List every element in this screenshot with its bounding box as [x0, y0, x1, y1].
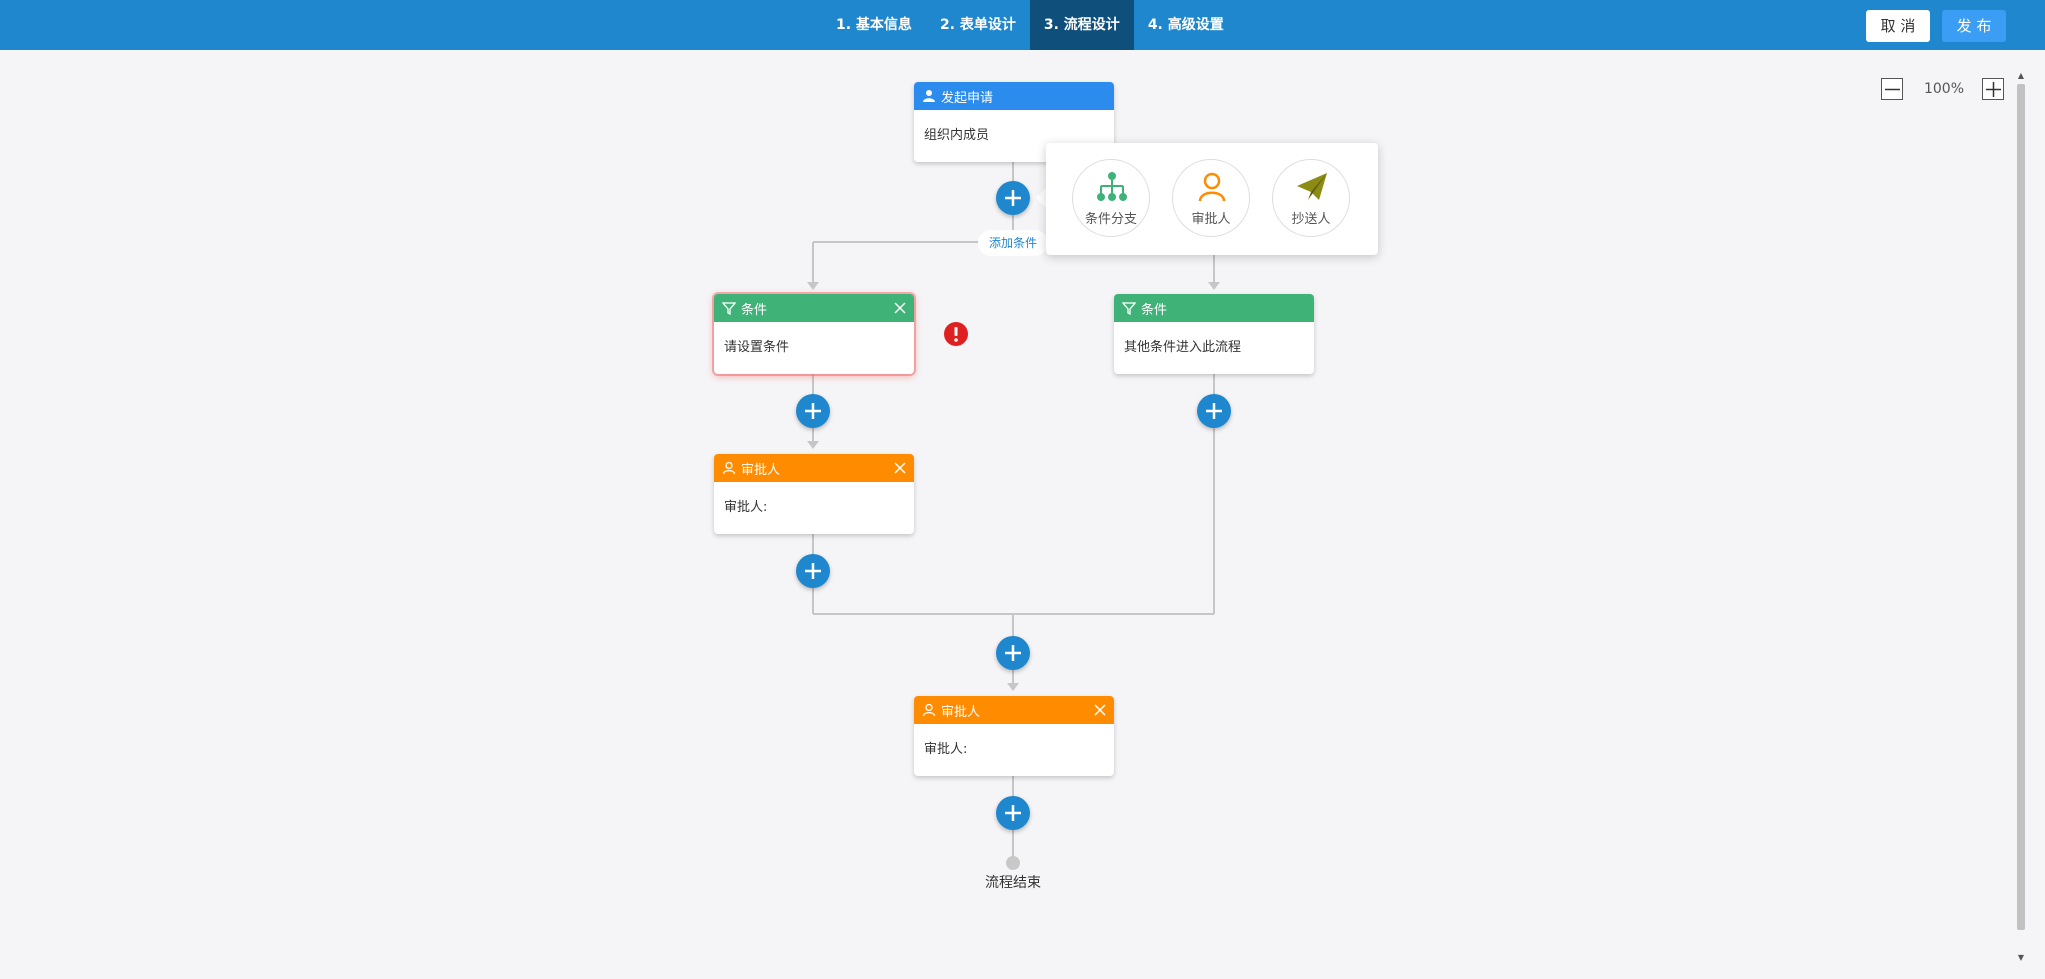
zoom-out-button[interactable]	[1881, 78, 1903, 100]
paper-plane-icon	[1297, 173, 1327, 200]
popup-arrow	[1036, 188, 1046, 208]
minus-icon	[1885, 88, 1900, 91]
close-icon[interactable]	[1094, 704, 1106, 716]
publish-button[interactable]: 发 布	[1942, 10, 2006, 42]
approver-node-title: 审批人	[941, 704, 981, 720]
condition-node[interactable]: 条件 请设置条件	[714, 294, 914, 374]
approver-node-content: 审批人:	[924, 742, 968, 757]
end-label: 流程结束	[985, 875, 1041, 891]
popup-item-label: 条件分支	[1084, 212, 1137, 227]
add-node-button[interactable]	[796, 554, 830, 588]
approver-node-title: 审批人	[741, 462, 781, 478]
popup-item-label: 审批人	[1191, 212, 1231, 227]
scroll-down-arrow[interactable]: ▼	[2017, 953, 2025, 962]
approver-node[interactable]: 审批人 审批人:	[914, 696, 1114, 776]
close-icon[interactable]	[894, 302, 906, 314]
user-outline-icon	[922, 703, 936, 717]
condition-node-title: 条件	[741, 302, 768, 318]
approver-node[interactable]: 审批人 审批人:	[714, 454, 914, 534]
start-node-title: 发起申请	[941, 90, 994, 106]
close-icon[interactable]	[894, 462, 906, 474]
branch-icon	[1097, 172, 1127, 201]
add-condition-button[interactable]: 添加条件	[978, 230, 1048, 256]
add-node-button[interactable]	[996, 796, 1030, 830]
tab-basic-info[interactable]: 1. 基本信息	[836, 17, 912, 33]
condition-node-header: 条件	[714, 294, 914, 322]
approver-node-header: 审批人	[914, 696, 1114, 724]
plus-icon	[1206, 403, 1222, 419]
plus-icon	[1005, 190, 1021, 206]
error-icon	[944, 322, 968, 346]
filter-icon	[1122, 302, 1136, 315]
popup-item-label: 抄送人	[1291, 212, 1331, 227]
cancel-button[interactable]: 取 消	[1866, 10, 1930, 42]
tab-form-design[interactable]: 2. 表单设计	[939, 17, 1016, 33]
add-node-popup: 条件分支 审批人 抄送人	[1046, 143, 1378, 255]
tab-process-design[interactable]: 3. 流程设计	[1029, 0, 1134, 50]
vertical-scrollbar[interactable]	[2017, 84, 2025, 930]
plus-icon	[1005, 645, 1021, 661]
approver-node-content: 审批人:	[724, 500, 768, 515]
popup-item-approver[interactable]: 审批人	[1172, 159, 1250, 237]
end-dot	[1006, 856, 1020, 870]
plus-icon	[1005, 805, 1021, 821]
approver-node-header: 审批人	[714, 454, 914, 482]
add-node-button[interactable]	[996, 181, 1030, 215]
condition-node[interactable]: 条件 其他条件进入此流程	[1114, 294, 1314, 374]
plus-icon	[805, 403, 821, 419]
step-tabs: 1. 基本信息 2. 表单设计 3. 流程设计 4. 高级设置	[822, 0, 1238, 50]
user-icon	[923, 90, 935, 102]
top-bar: 1. 基本信息 2. 表单设计 3. 流程设计 4. 高级设置 取 消 发 布	[0, 0, 2045, 50]
plus-icon	[805, 563, 821, 579]
scroll-up-arrow[interactable]: ▲	[2017, 71, 2025, 80]
tab-advanced-settings[interactable]: 4. 高级设置	[1147, 17, 1224, 33]
start-node-content: 组织内成员	[924, 128, 990, 143]
plus-icon	[1986, 82, 2001, 97]
condition-node-content: 其他条件进入此流程	[1124, 340, 1242, 355]
filter-icon	[722, 302, 736, 315]
condition-node-content: 请设置条件	[724, 340, 790, 355]
user-outline-icon	[722, 461, 736, 475]
start-node-header: 发起申请	[914, 82, 1114, 110]
zoom-level: 100%	[1923, 81, 1965, 97]
zoom-in-button[interactable]	[1982, 78, 2004, 100]
popup-item-condition-branch[interactable]: 条件分支	[1072, 159, 1150, 237]
add-node-button[interactable]	[1197, 394, 1231, 428]
condition-node-header: 条件	[1114, 294, 1314, 322]
add-node-button[interactable]	[996, 636, 1030, 670]
condition-node-title: 条件	[1141, 302, 1168, 318]
add-node-button[interactable]	[796, 394, 830, 428]
approver-icon	[1198, 172, 1226, 202]
popup-item-cc[interactable]: 抄送人	[1272, 159, 1350, 237]
